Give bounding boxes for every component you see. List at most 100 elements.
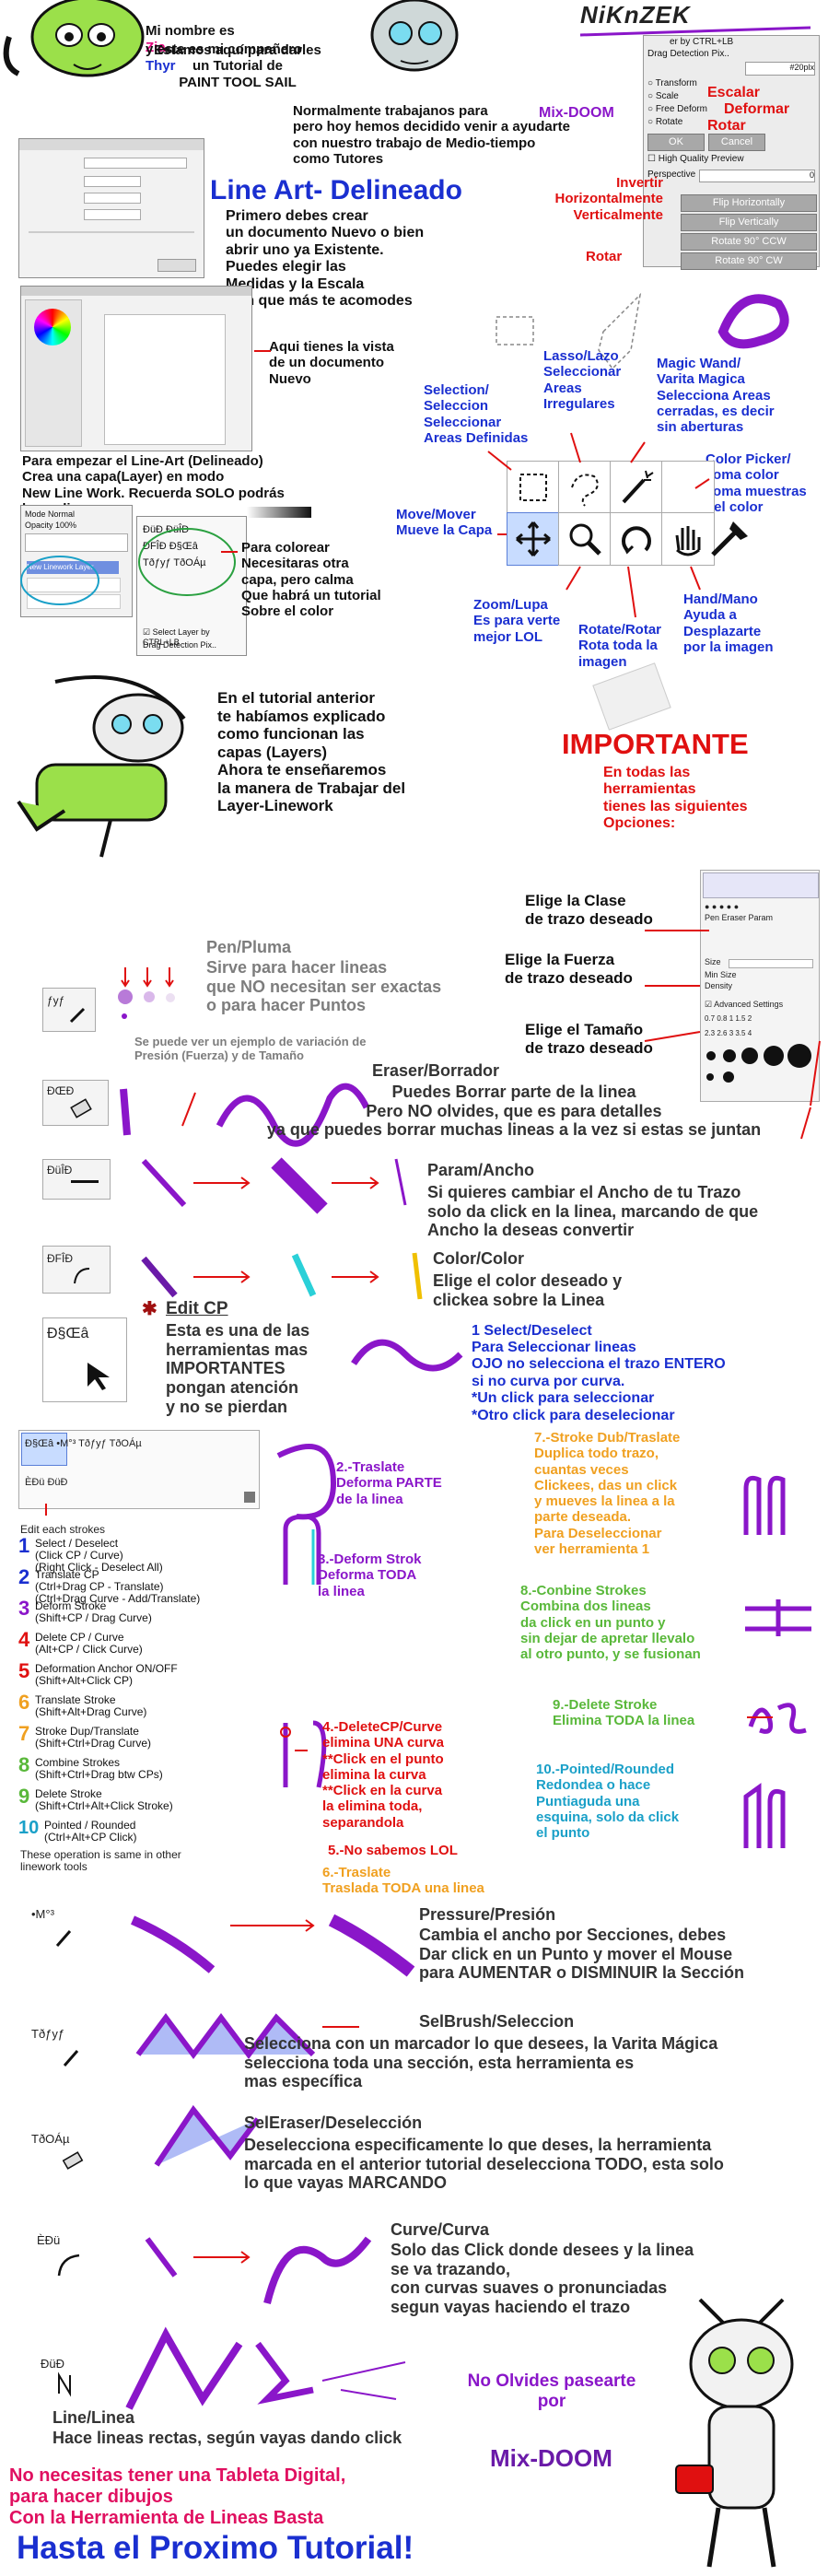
rotate-cw-button[interactable]: Rotate 90° CW	[681, 252, 817, 270]
options-arrows	[644, 930, 821, 1107]
selection-tool-button[interactable]	[507, 461, 560, 514]
edit-list-label: Pointed / Rounded (Ctrl+Alt+CP Click)	[44, 1819, 137, 1844]
tableta-text: No necesitas tener una Tableta Digital, …	[9, 2465, 346, 2528]
combine-text: 8.-Conbine Strokes Combina dos lineas da…	[520, 1583, 701, 1662]
sample-selection-shapes	[496, 292, 789, 370]
curve-title: Curve/Curva	[391, 2220, 490, 2239]
delete-stroke-text: 9.-Delete Stroke Elimina TODA la linea	[553, 1697, 695, 1729]
edit-list-label: Translate CP (Ctrl+Drag CP - Translate) …	[35, 1568, 201, 1605]
edit-list-label: Stroke Dup/Translate (Shift+Ctrl+Drag Cu…	[35, 1725, 152, 1750]
perspective-label: Perspective	[647, 170, 696, 180]
drag-panel-field-input[interactable]: #20plx	[745, 62, 815, 76]
pen-sample-arrows	[121, 967, 174, 988]
ok-button[interactable]: OK	[647, 134, 705, 151]
traslate-text: 2.-Traslate Deforma PARTE de la linea	[336, 1459, 442, 1507]
selbrush-sample	[135, 2013, 359, 2059]
move-tool-button[interactable]	[507, 512, 560, 566]
editcp-title: Edit CP	[166, 1299, 228, 1318]
select-title: 1 Select/Deselect	[472, 1323, 592, 1339]
no-olvides-text: No Olvides pasearte por	[467, 2371, 636, 2411]
deletecp-text: 4.-DeleteCP/Curve elimina UNA curva **Cl…	[322, 1719, 444, 1831]
empezar-text: Para empezar el Line-Art (Delineado) Cre…	[22, 453, 285, 517]
magic-wand-tool-button[interactable]	[610, 461, 663, 514]
hand-tool-button[interactable]	[661, 512, 715, 566]
colorear-arrow	[221, 551, 238, 553]
label-zoom: Zoom/Lupa Es para verte mejor LOL	[473, 597, 561, 645]
rotate-sample-image	[592, 662, 671, 731]
pressure-sample	[131, 1914, 415, 1977]
normal-text: Normalmente trabajanos para pero hoy hem…	[293, 103, 570, 167]
hq-preview-checkbox[interactable]: ☐ High Quality Preview	[647, 154, 744, 164]
line-sample	[125, 2326, 406, 2410]
no-sabemos-text: 5.-No sabemos LOL	[328, 1843, 458, 1858]
radio-rotate[interactable]: ○ Rotate	[647, 117, 683, 127]
color-tool-icon: ÐFÎÐ	[42, 1246, 111, 1294]
pen-dot-medium	[144, 991, 155, 1002]
layer-highlight-circle	[20, 556, 99, 605]
thyr-character-drawing	[370, 0, 459, 72]
editcp-sample-curve	[351, 1339, 463, 1372]
edit-list-label: Deform Stroke (Shift+CP / Drag Curve)	[35, 1599, 152, 1624]
drag-panel-title: er by CTRL+LB	[670, 37, 734, 47]
param-text: Si quieres cambiar el Ancho de tu Trazo …	[427, 1183, 759, 1240]
thyr-standing-drawing	[675, 2298, 794, 2568]
importante-title: IMPORTANTE	[562, 728, 749, 760]
curve-tool-icon: ÈÐü	[33, 2230, 98, 2285]
edit-list-number: 6	[18, 1691, 30, 1714]
line-tool-icon: ÐüÐ	[37, 2353, 92, 2399]
label-deformar: Deformar	[724, 101, 790, 117]
intro-line3: Estamos aquí para darles un Tutorial de …	[154, 42, 321, 90]
empty-tool-slot	[661, 461, 715, 514]
perspective-input[interactable]: 0	[699, 170, 815, 182]
edit-list-number: 1	[18, 1534, 30, 1557]
color-picker-icon	[711, 521, 748, 556]
option-tamano: Elige el Tamaño de trazo deseado	[525, 1021, 653, 1057]
drag-detection-panel: er by CTRL+LB Drag Detection Pix.. #20pl…	[643, 35, 820, 270]
intro-name-thyr: Thyr	[146, 57, 176, 74]
rotate-ccw-button[interactable]: Rotate 90° CCW	[681, 233, 817, 251]
combine-sample	[745, 1599, 811, 1636]
radio-transform[interactable]: ○ Transform	[647, 78, 697, 88]
edit-list-footer: These operation is same in other linewor…	[20, 1848, 181, 1874]
editcp-toolbar-screenshot: Ð§Œâ •M°³ Tðƒyƒ TðOÁµ ÈÐü ÐüÐ	[18, 1430, 260, 1509]
layer-panel-screenshot: Mode Normal Opacity 100% New Linework La…	[20, 505, 133, 617]
selbrush-text: Selecciona con un marcador lo que desees…	[244, 2034, 718, 2091]
curve-sample	[145, 2236, 372, 2304]
line-title: Line/Linea	[52, 2408, 135, 2427]
color-sample-strokes	[141, 1252, 423, 1300]
edit-list-number: 2	[18, 1565, 30, 1588]
option-clase: Elige la Clase de trazo deseado	[525, 892, 653, 928]
eraser-arrow	[800, 1107, 811, 1140]
rotate-tool-button[interactable]	[610, 512, 663, 566]
pen-text: Sirve para hacer lineas que NO necesitan…	[206, 958, 442, 1015]
radio-free-deform[interactable]: ○ Free Deform	[647, 104, 707, 114]
edit-list-label: Delete CP / Curve (Alt+CP / Click Curve)	[35, 1631, 143, 1656]
label-rotar: Rotar	[707, 118, 746, 134]
intro-name-zia: Zia	[146, 39, 166, 55]
select-text: Para Seleccionar lineas OJO no seleccion…	[472, 1340, 726, 1423]
flip-vertically-button[interactable]: Flip Vertically	[681, 214, 817, 231]
colorear-text: Para colorear Necesitaras otra capa, per…	[241, 540, 381, 619]
new-document-dialog-screenshot	[18, 138, 204, 278]
selbrush-title: SelBrush/Seleccion	[419, 2012, 575, 2031]
lineart-title: Line Art- Delineado	[210, 175, 462, 205]
radio-scale[interactable]: ○ Scale	[647, 91, 679, 101]
eraser-tool-icon: ÐŒÐ	[42, 1080, 109, 1126]
cancel-button[interactable]: Cancel	[708, 134, 765, 151]
pen-title: Pen/Pluma	[206, 938, 292, 956]
drag-panel-field: Drag Detection Pix..	[647, 49, 729, 59]
vista-text: Aqui tienes la vista de un documento Nue…	[269, 339, 394, 387]
eraser-text: Puedes Borrar parte de la linea Pero NO …	[266, 1083, 762, 1140]
edit-list-label: Translate Stroke (Shift+Alt+Drag Curve)	[35, 1693, 147, 1718]
label-hand: Hand/Mano Ayuda a Desplazarte por la ima…	[683, 591, 774, 655]
zia-flying-drawing	[17, 675, 186, 858]
pen-tool-icon: ƒyƒ	[42, 988, 96, 1032]
edit-list-number: 10	[18, 1818, 40, 1838]
eraser-sample-waves	[120, 1083, 370, 1147]
zoom-tool-button[interactable]	[558, 512, 612, 566]
flip-horizontally-button[interactable]: Flip Horizontally	[681, 194, 817, 212]
edit-list-number: 8	[18, 1753, 30, 1776]
edit-list-number: 4	[18, 1628, 30, 1651]
lasso-tool-button[interactable]	[558, 461, 612, 514]
